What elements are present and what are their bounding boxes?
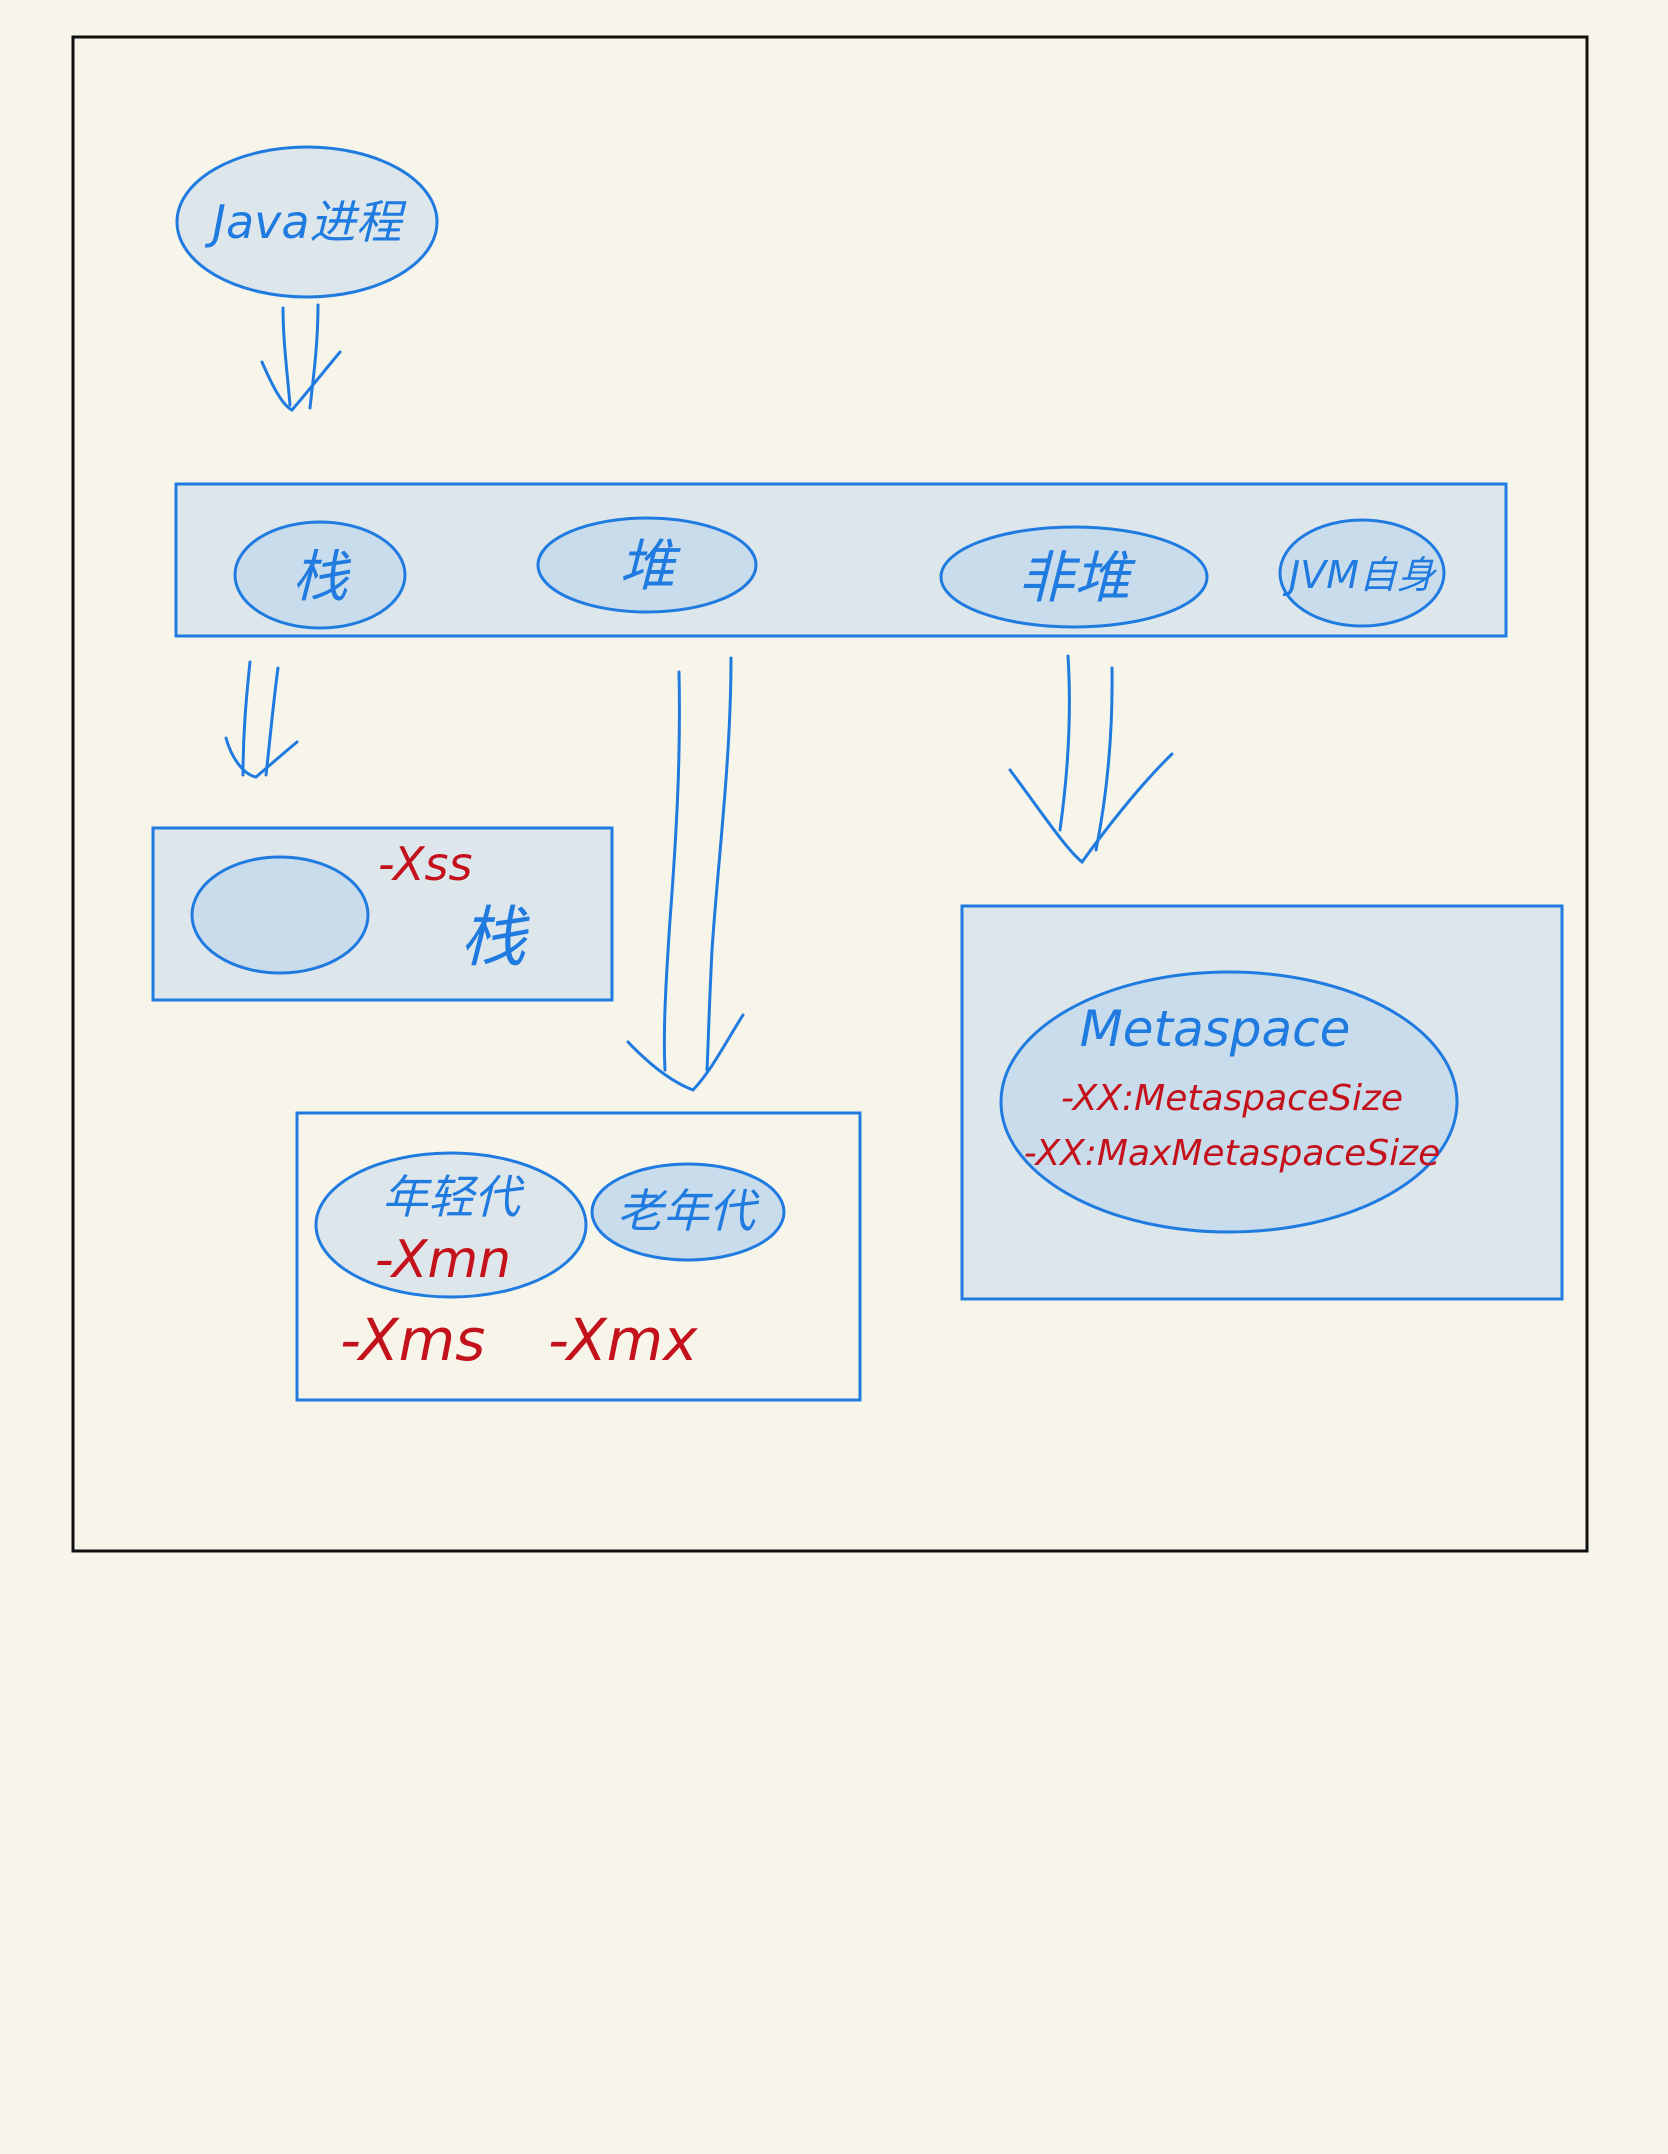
heap-xms-flag: -Xms <box>340 1306 485 1374</box>
non-heap-node <box>939 525 1209 629</box>
java-process-label: Java进程 <box>204 195 406 249</box>
old-gen-node <box>590 1162 786 1262</box>
young-gen-label: 年轻代 <box>382 1170 525 1224</box>
arrow-heap-to-detail <box>626 656 745 1092</box>
max-metaspace-size-flag: -XX:MaxMetaspaceSize <box>1024 1133 1440 1174</box>
young-gen-xmn-flag: -Xmn <box>375 1230 511 1290</box>
metaspace-title: Metaspace <box>1080 1000 1351 1058</box>
stack-node-label: 栈 <box>292 545 352 610</box>
arrow-nonheap-to-detail <box>1008 654 1174 865</box>
metaspace-size-flag: -XX:MetaspaceSize <box>1061 1078 1403 1119</box>
jvm-self-node-label: JVM自身 <box>1282 553 1438 597</box>
arrow-process-to-memory <box>260 303 342 412</box>
non-heap-node-label: 非堆 <box>1018 546 1136 611</box>
stack-node <box>233 520 407 630</box>
heap-node <box>536 516 758 614</box>
jvm-self-node <box>1278 518 1446 628</box>
stack-frame-node <box>190 855 370 975</box>
stack-detail-label: 栈 <box>460 899 530 976</box>
heap-node-label: 堆 <box>619 534 681 599</box>
old-gen-label: 老年代 <box>617 1184 760 1238</box>
arrow-stack-to-detail <box>224 660 299 779</box>
stack-xss-flag: -Xss <box>378 837 472 891</box>
heap-xmx-flag: -Xmx <box>548 1306 698 1374</box>
young-gen-node <box>314 1151 588 1299</box>
java-process-node <box>175 145 439 299</box>
metaspace-node <box>999 970 1459 1234</box>
